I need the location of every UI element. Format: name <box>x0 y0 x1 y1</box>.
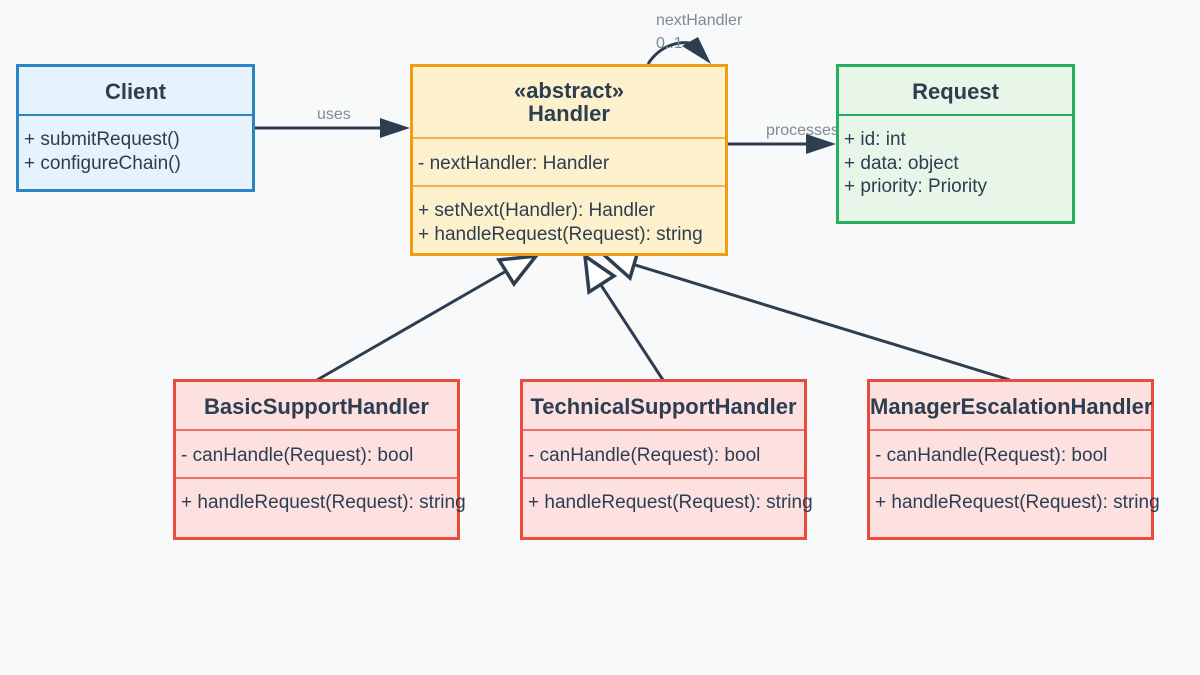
basic-inheritance-triangle <box>496 253 540 288</box>
request-divider <box>839 114 1072 116</box>
concrete-method: + handleRequest(Request): string <box>528 492 813 513</box>
concrete-divider <box>870 477 1151 479</box>
technical-inheritance-line <box>597 281 665 381</box>
concrete-divider <box>523 429 804 431</box>
handler-stereotype: «abstract» <box>513 78 625 103</box>
concrete-attribute: - canHandle(Request): bool <box>875 445 1108 466</box>
basic-support-handler-class-box[interactable]: BasicSupportHandler - canHandle(Request)… <box>173 379 466 540</box>
handler-class-header: «abstract» Handler <box>413 67 725 137</box>
concrete-class-name: ManagerEscalationHandler <box>870 394 1153 419</box>
handler-methods: + setNext(Handler): Handler + handleRequ… <box>413 187 725 246</box>
client-divider <box>19 114 252 116</box>
concrete-attribute: - canHandle(Request): bool <box>528 445 761 466</box>
basic-inheritance-line <box>316 268 509 382</box>
handler-method: + handleRequest(Request): string <box>418 223 703 245</box>
concrete-divider <box>176 477 457 479</box>
technical-inheritance-triangle <box>582 252 618 295</box>
technical-support-handler-class-box[interactable]: TechnicalSupportHandler - canHandle(Requ… <box>520 379 813 540</box>
client-class-name: Client <box>104 79 167 104</box>
manager-escalation-handler-class-box[interactable]: ManagerEscalationHandler - canHandle(Req… <box>867 379 1160 540</box>
concrete-divider <box>870 429 1151 431</box>
next-handler-role-label: nextHandler <box>656 12 743 29</box>
handler-method: + setNext(Handler): Handler <box>418 200 656 221</box>
next-handler-multiplicity-label: 0..1 <box>656 35 683 52</box>
processes-label: processes <box>766 122 839 139</box>
concrete-class-name: BasicSupportHandler <box>204 394 429 419</box>
concrete-method: + handleRequest(Request): string <box>875 492 1160 513</box>
handler-class-box[interactable]: «abstract» Handler - nextHandler: Handle… <box>410 64 728 256</box>
client-method: + submitRequest() <box>24 129 180 150</box>
next-handler-self-arrowhead <box>682 37 711 64</box>
processes-arrowhead <box>806 134 836 154</box>
handler-divider <box>413 185 725 187</box>
handler-class-name: Handler <box>528 101 610 126</box>
uses-label: uses <box>317 106 351 123</box>
client-class-box[interactable]: Client + submitRequest() + configureChai… <box>16 64 255 192</box>
client-method: + configureChain() <box>24 152 181 174</box>
handler-attribute: - nextHandler: Handler <box>418 153 610 174</box>
uses-arrowhead <box>380 118 410 138</box>
concrete-method: + handleRequest(Request): string <box>181 492 466 513</box>
handler-divider <box>413 137 725 139</box>
handler-attributes: - nextHandler: Handler <box>413 139 725 185</box>
concrete-divider <box>176 429 457 431</box>
concrete-attribute: - canHandle(Request): bool <box>181 445 414 466</box>
request-class-name: Request <box>912 79 999 104</box>
request-attributes: + id: int + data: object + priority: Pri… <box>839 116 1072 199</box>
client-methods: + submitRequest() + configureChain() <box>19 116 252 175</box>
request-attribute: + data: object <box>844 152 959 174</box>
request-class-box[interactable]: Request + id: int + data: object + prior… <box>836 64 1075 224</box>
concrete-class-name: TechnicalSupportHandler <box>530 394 797 419</box>
request-attribute: + id: int <box>844 129 906 150</box>
request-attribute: + priority: Priority <box>844 176 988 197</box>
manager-inheritance-line <box>631 262 1011 382</box>
concrete-divider <box>523 477 804 479</box>
